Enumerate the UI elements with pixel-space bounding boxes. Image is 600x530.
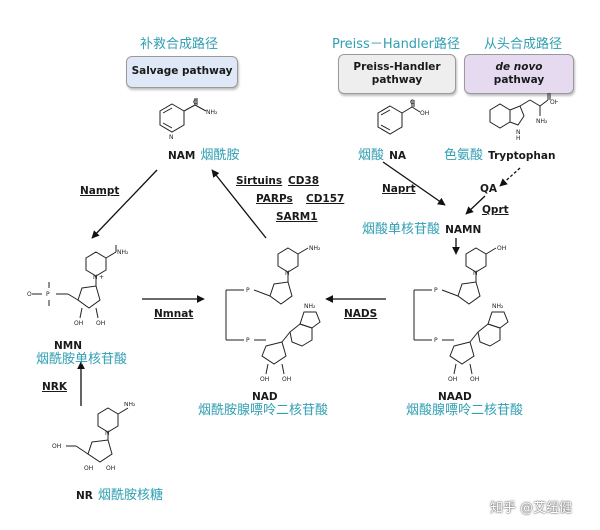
arrow-nam-to-nmn [91, 169, 158, 239]
salvage-pathway-label: Salvage pathway [131, 65, 233, 78]
de-novo-line1: de novo [495, 60, 543, 73]
enzyme-cd157: CD157 [306, 193, 345, 205]
atom-p: P [434, 287, 438, 294]
nr-abbr: NR [76, 490, 93, 502]
atom-p: P [46, 291, 50, 298]
naad-abbr: NAAD [438, 391, 472, 403]
trp-abbr: Tryptophan [488, 150, 556, 162]
atom-oh: OH [74, 320, 83, 327]
na-structure: O OH [377, 99, 429, 135]
atom-n: N [473, 270, 478, 277]
atom-n: N [105, 430, 110, 437]
nr-structure: N NH₂ OH OH OH [52, 402, 136, 472]
arrow-trp-to-qa [499, 167, 521, 187]
atom-oh: OH [550, 99, 558, 106]
enzyme-sirtuins: Sirtuins [236, 175, 283, 187]
namn-abbr: NAMN [445, 224, 482, 236]
enzyme-qprt: Qprt [482, 204, 509, 216]
atom-o: O [27, 291, 32, 298]
arrow-na-to-namn [382, 161, 446, 206]
atom-nh2: NH₂ [304, 303, 316, 310]
de-novo-line2: pathway [493, 74, 545, 86]
naad-structure: N OH P P NH₂ OH OH [413, 245, 509, 383]
denovo-header-cn: 从头合成路径 [484, 37, 563, 52]
namn-cn: 烟酸单核苷酸 [362, 222, 441, 237]
atom-oh: OH [420, 110, 429, 117]
enzyme-nads: NADS [344, 308, 378, 320]
atom-n: N [516, 129, 521, 136]
preiss-header-cn: Preiss－Handler路径 [332, 37, 461, 52]
atom-nh2: NH₂ [492, 303, 504, 310]
tryptophan-structure: N H OH NH₂ [489, 93, 558, 142]
enzyme-cd38: CD38 [288, 175, 320, 187]
de-novo-box: de novo pathway [464, 54, 574, 94]
nr-cn: 烟酰胺核糖 [97, 488, 163, 503]
atom-o: O [193, 99, 198, 106]
preiss-handler-line2: pathway [371, 74, 423, 86]
nmn-abbr: NMN [54, 340, 83, 352]
na-label: 烟酸 NA [358, 146, 406, 162]
naad-cn: 烟酸腺嘌呤二核苷酸 [406, 403, 524, 418]
atom-oh: OH [260, 376, 269, 383]
salvage-header-cn: 补救合成路径 [140, 37, 219, 52]
atom-p: P [434, 337, 438, 344]
nmn-cn: 烟酰胺单核苷酸 [36, 352, 128, 367]
nad-abbr: NAD [252, 391, 278, 403]
nad-structure: N NH₂ P P NH₂ OH OH [225, 245, 321, 383]
preiss-handler-box: Preiss-Handler pathway [338, 54, 456, 94]
trp-cn: 色氨酸 [444, 148, 484, 163]
na-abbr: NA [389, 150, 407, 162]
nam-label: NAM 烟酰胺 [168, 146, 239, 162]
enzyme-naprt: Naprt [382, 183, 416, 195]
nr-label: NR 烟酰胺核糖 [76, 486, 163, 502]
enzyme-nrk: NRK [42, 381, 68, 393]
arrow-qa-to-namn [465, 195, 486, 215]
atom-oh: OH [106, 465, 115, 472]
na-cn: 烟酸 [358, 148, 385, 163]
atom-oh: OH [96, 320, 105, 327]
atom-n: N [93, 274, 98, 281]
atom-oh: OH [84, 465, 93, 472]
atom-nh2: NH₂ [117, 249, 129, 256]
atom-n: N [169, 134, 174, 140]
arrow-nad-to-nam [211, 169, 267, 239]
atom-oh: OH [52, 443, 61, 450]
salvage-pathway-box: Salvage pathway [126, 56, 238, 88]
atom-n: N [285, 270, 290, 277]
namn-label: 烟酸单核苷酸 NAMN [362, 220, 481, 236]
atom-oh: OH [448, 376, 457, 383]
atom-plus: + [99, 274, 104, 281]
nam-structure: N O NH₂ [159, 98, 218, 140]
atom-oh: OH [282, 376, 291, 383]
preiss-handler-line1: Preiss-Handler [353, 60, 441, 73]
atom-nh2: NH₂ [206, 109, 218, 116]
watermark: 知乎 @艾纽健 [490, 501, 573, 516]
atom-p: P [246, 337, 250, 344]
atom-oh: OH [497, 245, 506, 252]
nmn-structure: N + NH₂ P O OH OH [27, 245, 129, 327]
atom-o: O [410, 99, 415, 106]
atom-nh2: NH₂ [124, 402, 136, 408]
enzyme-nmnat: Nmnat [154, 308, 194, 320]
enzyme-nampt: Nampt [80, 185, 120, 197]
nam-cn: 烟酰胺 [200, 148, 240, 163]
enzyme-parps: PARPs [256, 193, 293, 205]
trp-label: 色氨酸 Tryptophan [444, 146, 555, 162]
qa-label: QA [480, 183, 498, 195]
atom-oh: OH [470, 376, 479, 383]
nam-abbr: NAM [168, 150, 196, 162]
atom-nh2: NH₂ [309, 245, 321, 252]
atom-h: H [516, 135, 521, 142]
atom-p: P [246, 287, 250, 294]
nad-cn: 烟酰胺腺嘌呤二核苷酸 [198, 403, 329, 418]
atom-nh2: NH₂ [536, 118, 548, 125]
enzyme-sarm1: SARM1 [276, 211, 318, 223]
